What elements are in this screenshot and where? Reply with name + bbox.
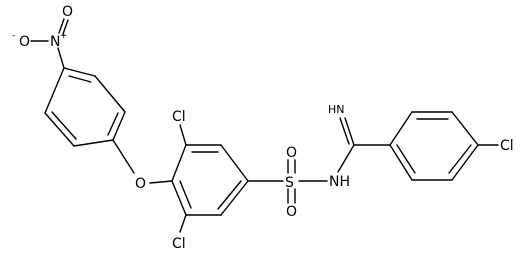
ring1-bond [112, 111, 126, 141]
ring3-bond [451, 144, 479, 181]
bond-n-ring [57, 47, 65, 69]
sulfur-label: S [285, 175, 294, 191]
ring2-inner-bond [179, 180, 192, 209]
chlorine-bottom-label: Cl [172, 236, 186, 252]
sulfonyl-oxygen-top-label: O [286, 145, 297, 161]
chlorine-top-label: Cl [172, 109, 186, 125]
ring3-inner-bond [448, 144, 472, 174]
nitro-oxygen-label: O [62, 4, 73, 20]
bond-ring-ether [112, 139, 135, 174]
chlorine-right-label: Cl [500, 138, 514, 154]
ring1-inner-bond [51, 111, 77, 140]
bond-ether-ring [149, 180, 173, 184]
ring3-bond [451, 111, 479, 146]
bond-ring-cl-bottom [179, 214, 187, 233]
nitro-plus-charge: + [60, 31, 68, 41]
bond-nh-c [337, 144, 355, 173]
ring1-inner-bond [68, 75, 92, 83]
ring2-bond [171, 180, 187, 216]
ring1-bond [94, 75, 126, 113]
ring2-bond [220, 144, 249, 182]
nitro-nitrogen-label: N [50, 34, 60, 50]
ring1-bond [73, 139, 114, 147]
ring2-bond [171, 144, 187, 182]
bond-c-hn-a [344, 117, 355, 146]
nitro-oxygen-minus-label: O [19, 34, 30, 50]
ring1-bond [44, 67, 65, 114]
ring2-inner-bond [217, 180, 242, 210]
ether-oxygen-label: O [135, 176, 146, 192]
ring2-bond [220, 180, 249, 216]
bond-n-o-double-b [62, 19, 69, 35]
ring1-bond [63, 67, 96, 77]
ring3-bond [389, 144, 413, 181]
sulfonyl-oxygen-bottom-label: O [286, 204, 297, 220]
bond-c-hn-b [339, 117, 350, 145]
ring3-inner-bond [396, 144, 416, 174]
ring3-bond [389, 111, 413, 146]
nitro-minus-charge: - [12, 31, 15, 41]
ring1-inner-bond [107, 112, 119, 136]
amide-nh-label: NH [329, 174, 350, 190]
bond-ring-cl-top [179, 124, 187, 146]
imine-hn-label: HN [328, 103, 345, 116]
ring1-bond [44, 112, 75, 147]
bond-n-o-double-a [58, 18, 65, 34]
